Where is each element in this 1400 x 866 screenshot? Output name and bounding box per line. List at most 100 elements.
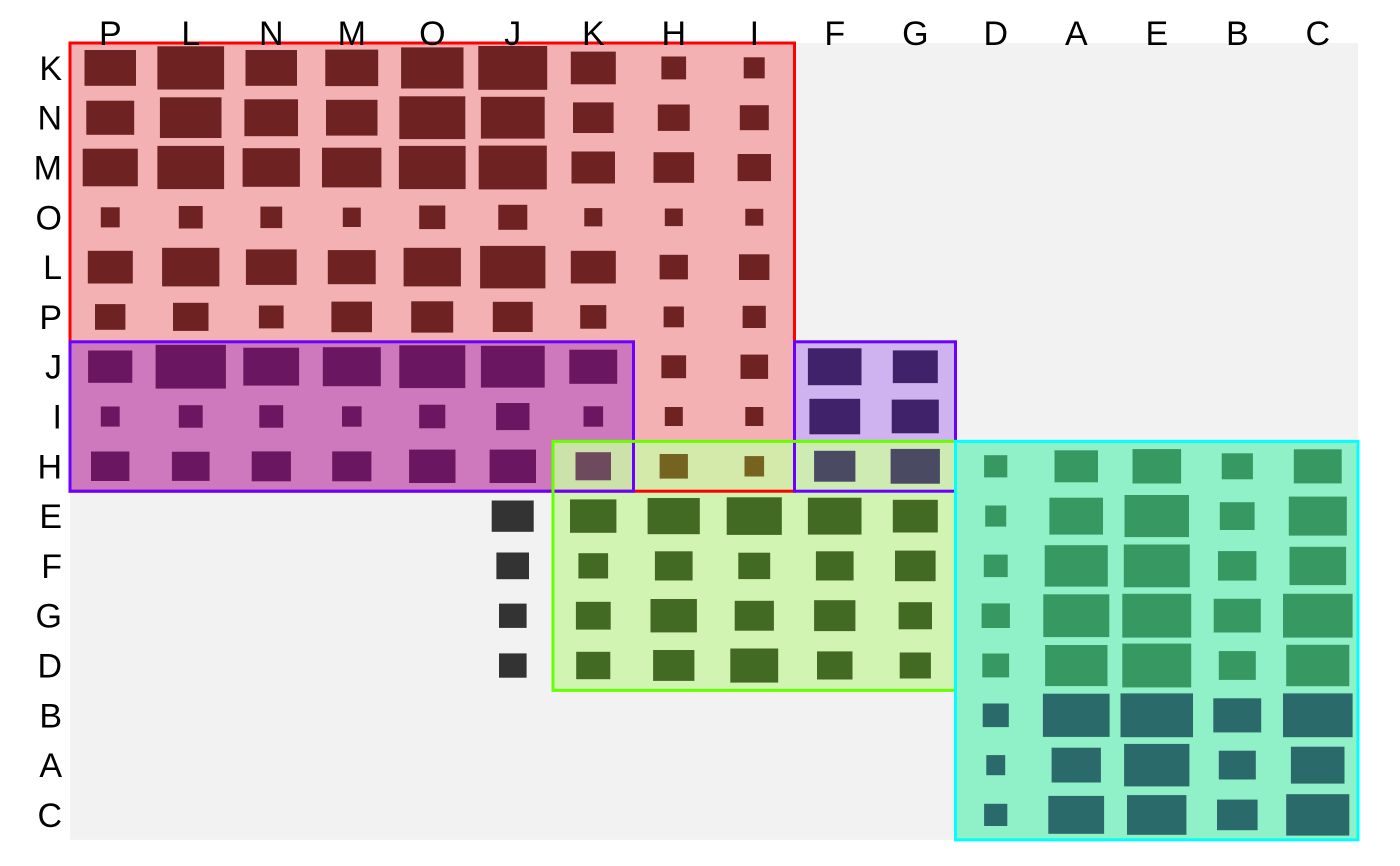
cell-H-N [251, 451, 291, 482]
cell-D-B [1218, 651, 1256, 680]
col-label-M: M [338, 15, 366, 53]
cell-I-F [809, 398, 861, 435]
cell-J-K [569, 349, 618, 384]
row-label-B: B [39, 697, 62, 735]
row-label-K: K [39, 50, 62, 88]
cell-D-A [1045, 645, 1108, 687]
cell-P-L [173, 302, 209, 331]
cell-G-F [814, 600, 856, 632]
col-label-B: B [1226, 15, 1249, 53]
cell-M-O [398, 145, 466, 190]
cell-G-J [499, 603, 527, 628]
cell-D-C [1286, 644, 1350, 687]
col-label-L: L [181, 15, 200, 53]
cell-M-L [157, 145, 225, 190]
cell-P-M [331, 301, 372, 333]
cell-O-M [342, 207, 361, 227]
cell-P-J [492, 301, 533, 332]
cell-N-P [86, 100, 135, 135]
cell-L-K [570, 250, 616, 284]
cell-H-C [1293, 449, 1342, 484]
cell-F-J [496, 552, 529, 580]
cell-H-L [171, 451, 210, 481]
cell-M-N [242, 148, 300, 187]
cell-M-K [571, 151, 615, 184]
cell-L-I [739, 254, 770, 280]
cell-F-D [983, 554, 1008, 578]
cell-N-M [326, 99, 378, 136]
cell-P-H [663, 306, 684, 328]
cell-P-P [95, 304, 126, 330]
cell-G-K [575, 601, 611, 630]
cell-L-P [87, 250, 133, 284]
row-label-G: G [36, 598, 62, 636]
row-label-F: F [41, 548, 62, 586]
cell-F-H [654, 551, 693, 581]
cell-H-A [1054, 450, 1098, 483]
cell-N-K [573, 102, 614, 133]
cell-P-O [411, 301, 454, 333]
row-label-H: H [37, 448, 62, 486]
cluster-border-3 [793, 340, 957, 493]
heatmap-cells [82, 46, 1353, 836]
cell-D-H [653, 650, 695, 681]
cell-H-O [409, 449, 456, 483]
cell-M-P [82, 148, 138, 187]
cell-D-D [982, 653, 1010, 678]
cell-C-E [1127, 795, 1187, 835]
cell-J-M [322, 347, 381, 387]
cell-D-G [899, 652, 931, 679]
cell-F-G [895, 550, 936, 582]
cell-H-D [984, 455, 1008, 478]
col-label-K: K [582, 15, 605, 53]
cell-K-M [325, 49, 379, 87]
col-label-C: C [1306, 15, 1331, 53]
cell-E-D [985, 505, 1007, 527]
col-label-D: D [984, 15, 1009, 53]
cell-B-C [1283, 693, 1353, 738]
cell-H-K [575, 452, 611, 481]
row-label-A: A [39, 747, 62, 785]
cluster-border-2 [68, 340, 635, 493]
cell-I-N [259, 405, 284, 428]
cell-F-A [1044, 545, 1108, 587]
cell-L-L [162, 247, 220, 287]
cell-A-A [1051, 747, 1101, 783]
cell-I-I [745, 407, 764, 426]
cell-E-I [726, 497, 782, 535]
col-label-N: N [259, 15, 284, 53]
row-label-N: N [37, 100, 62, 138]
cell-K-K [570, 51, 616, 85]
cell-H-B [1221, 453, 1253, 480]
cell-E-G [892, 499, 938, 533]
cell-C-A [1048, 795, 1105, 834]
cell-N-I [739, 105, 769, 131]
cell-J-L [155, 344, 226, 389]
col-label-G: G [902, 15, 928, 53]
cell-P-N [258, 305, 284, 329]
cell-L-O [403, 247, 461, 287]
col-label-O: O [419, 15, 445, 53]
cell-F-C [1289, 546, 1347, 586]
cell-G-G [898, 602, 932, 630]
row-label-M: M [34, 150, 62, 188]
cell-D-J [499, 653, 527, 678]
cell-L-M [327, 250, 376, 285]
cell-A-E [1124, 743, 1190, 787]
cell-L-N [245, 249, 297, 285]
cell-L-H [659, 254, 688, 280]
row-label-D: D [37, 648, 62, 686]
cell-O-I [745, 208, 764, 226]
cell-L-J [480, 245, 546, 289]
cell-G-C [1283, 593, 1353, 638]
cell-I-P [100, 406, 120, 427]
row-label-J: J [45, 349, 62, 387]
cell-O-N [260, 206, 283, 229]
cell-E-K [570, 499, 617, 533]
cell-E-E [1124, 495, 1189, 538]
cell-N-O [399, 96, 466, 140]
cell-B-B [1213, 698, 1262, 733]
cell-C-C [1286, 794, 1350, 836]
row-label-O: O [36, 199, 62, 237]
cell-M-I [737, 154, 771, 182]
